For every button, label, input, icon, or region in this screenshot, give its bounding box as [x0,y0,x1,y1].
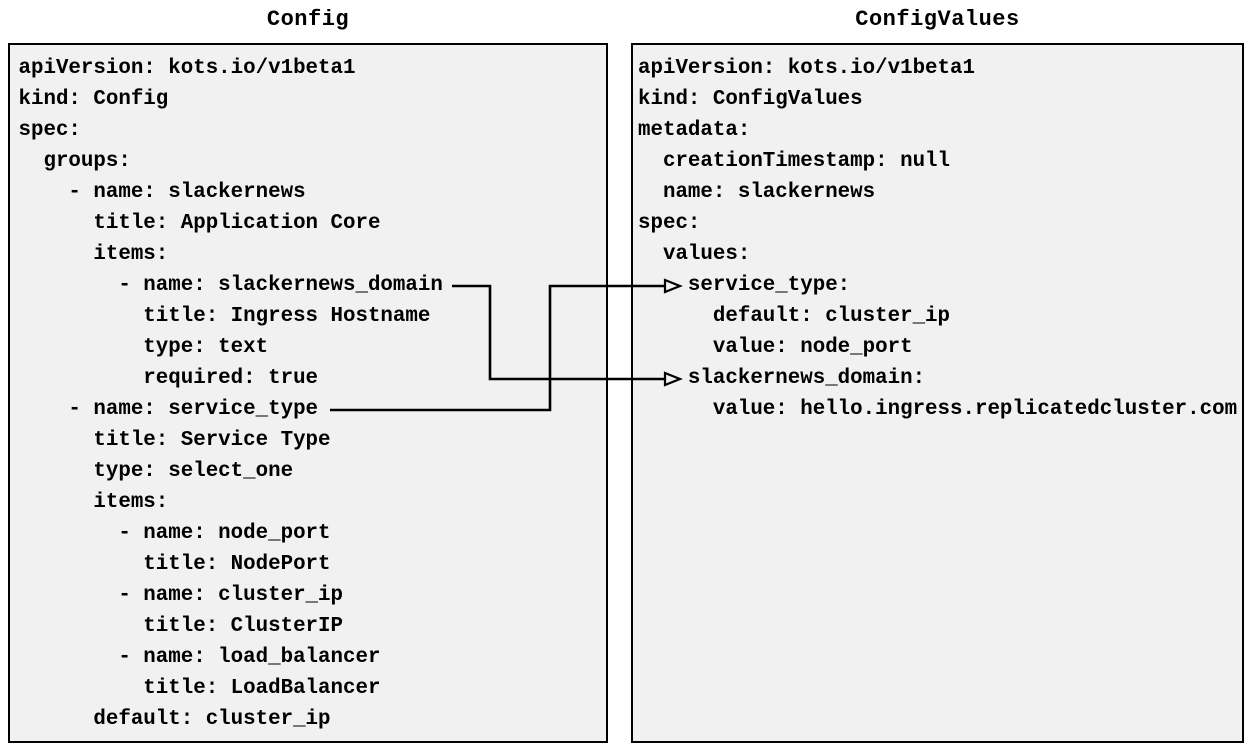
config-panel-title: Config [266,7,350,32]
configvalues-yaml-code: apiVersion: kots.io/v1beta1 kind: Config… [638,57,1238,421]
configvalues-panel-title: ConfigValues [855,7,1020,32]
configvalues-yaml-box: apiVersion: kots.io/v1beta1 kind: Config… [631,43,1244,743]
config-yaml-box: apiVersion: kots.io/v1beta1 kind: Config… [8,43,608,743]
config-yaml-code: apiVersion: kots.io/v1beta1 kind: Config… [18,57,443,731]
